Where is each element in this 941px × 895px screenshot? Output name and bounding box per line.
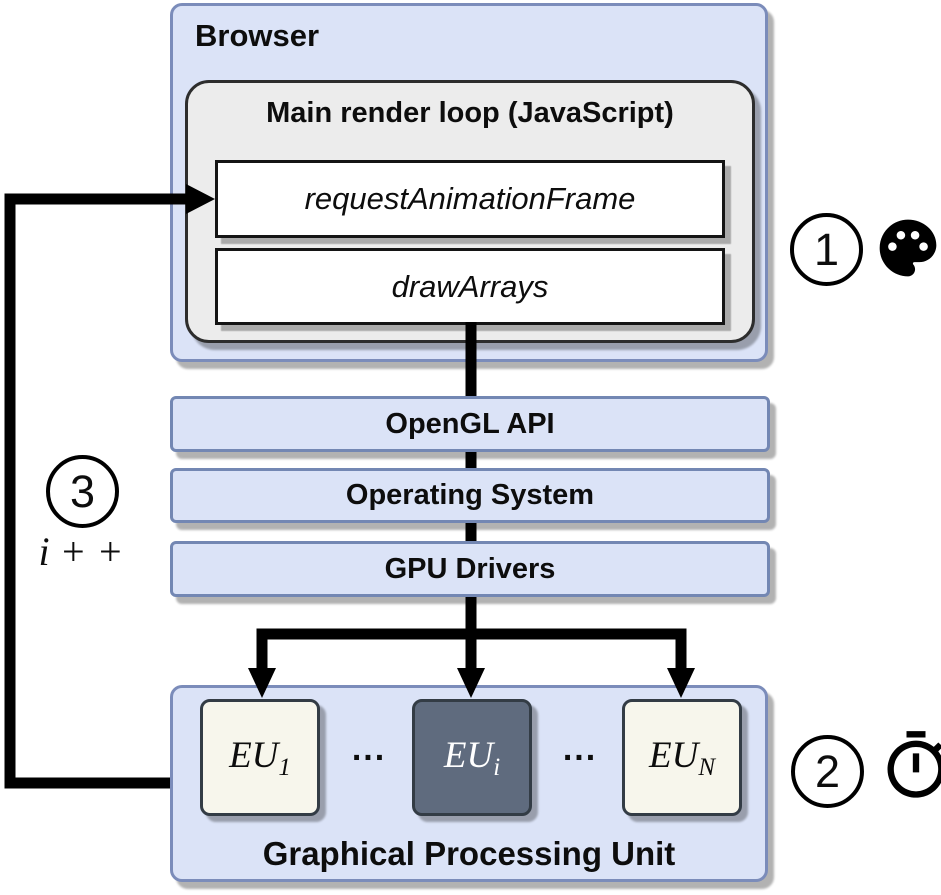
step-2-badge: 2 (791, 735, 864, 808)
step-3-badge: 3 (46, 455, 119, 528)
step-1-number: 1 (813, 223, 840, 275)
request-animation-frame-box: requestAnimationFrame (215, 160, 725, 238)
eu-1-label: EU1 (229, 734, 291, 781)
ellipsis-left: ... (351, 730, 387, 768)
palette-icon (879, 219, 937, 277)
eu-i-label: EUi (443, 734, 501, 781)
operating-system-bar: Operating System (170, 468, 770, 523)
request-animation-frame-label: requestAnimationFrame (304, 181, 636, 216)
increment-label: i + + (38, 529, 124, 574)
browser-box: Browser Main render loop (JavaScript) re… (170, 3, 768, 362)
opengl-api-label: OpenGL API (385, 407, 555, 440)
step-3-number: 3 (69, 465, 96, 517)
draw-arrays-label: drawArrays (391, 268, 549, 304)
operating-system-label: Operating System (345, 479, 595, 511)
gpu-drivers-bar: GPU Drivers (170, 541, 770, 597)
eu-n-box: EUN (622, 699, 742, 816)
gpu-label: Graphical Processing Unit (262, 835, 676, 872)
step-1-badge: 1 (790, 213, 863, 286)
fanout-lines (256, 628, 687, 670)
ellipsis-right: ... (562, 730, 598, 768)
gpu-box: EU1 ... EUi ... EUN Graphical Processing… (170, 685, 768, 882)
opengl-api-bar: OpenGL API (170, 396, 770, 452)
main-render-loop-title: Main render loop (JavaScript) (266, 97, 674, 129)
step-2-number: 2 (814, 745, 841, 797)
stopwatch-icon (887, 731, 941, 798)
browser-label: Browser (195, 18, 320, 53)
eu-i-box: EUi (412, 699, 532, 816)
main-render-loop-box: Main render loop (JavaScript) requestAni… (185, 80, 755, 343)
eu-n-label: EUN (648, 734, 715, 781)
draw-arrays-box: drawArrays (215, 248, 725, 325)
eu-1-box: EU1 (200, 699, 320, 816)
gpu-drivers-label: GPU Drivers (384, 552, 556, 585)
